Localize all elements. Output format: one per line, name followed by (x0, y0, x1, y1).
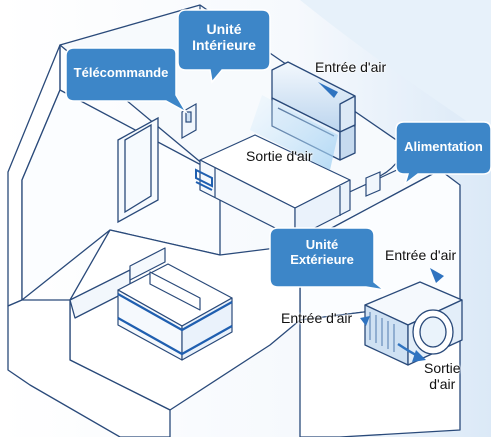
callout-entree-air-outdoor-left: Entrée d'air (281, 310, 353, 326)
indoor-intake-arrow (318, 82, 338, 98)
bubble-alimentation-shape (395, 121, 491, 187)
desk-highlight (195, 168, 213, 191)
outdoor-side-arrow (360, 316, 370, 326)
outdoor-unit (364, 281, 463, 366)
bubble-unite-interieure-shape (177, 9, 271, 84)
outdoor-outflow-arrowhead (412, 350, 426, 362)
sofa (117, 247, 233, 361)
bubble-shapes (65, 9, 491, 292)
label-unite-exterieure-line2: Extérieure (290, 251, 354, 267)
callout-entree-air-indoor: Entrée d'air (315, 59, 387, 75)
bubble-unite-exterieure-shape (269, 227, 387, 292)
callout-sortie-air-outdoor-line2: d'air (429, 376, 456, 393)
callout-sortie-air-outdoor: Sortie d'air (424, 360, 461, 392)
label-telecommande: Télécommande (73, 65, 169, 80)
outdoor-intake-arrow (430, 268, 444, 283)
window (117, 116, 159, 224)
indoor-airflow-glow (250, 95, 338, 170)
label-alimentation: Alimentation (404, 139, 483, 154)
label-unite-exterieure-line1: Unité (305, 237, 339, 252)
label-unite-interieure-line2: Intérieure (192, 37, 256, 54)
label-unite-interieure-line1: Unité (206, 21, 242, 37)
sofa-highlight (117, 293, 233, 356)
callout-entree-air-outdoor-top: Entrée d'air (385, 247, 457, 263)
label-unite-interieure: Unité Intérieure (178, 21, 270, 53)
background-swoosh (300, 0, 491, 140)
callout-sortie-air-outdoor-line1: Sortie (424, 360, 461, 376)
callout-sortie-air-indoor: Sortie d'air (246, 148, 313, 164)
label-unite-exterieure: Unité Extérieure (270, 237, 374, 268)
bubble-telecommande-shape (65, 47, 189, 114)
desk (199, 134, 351, 239)
